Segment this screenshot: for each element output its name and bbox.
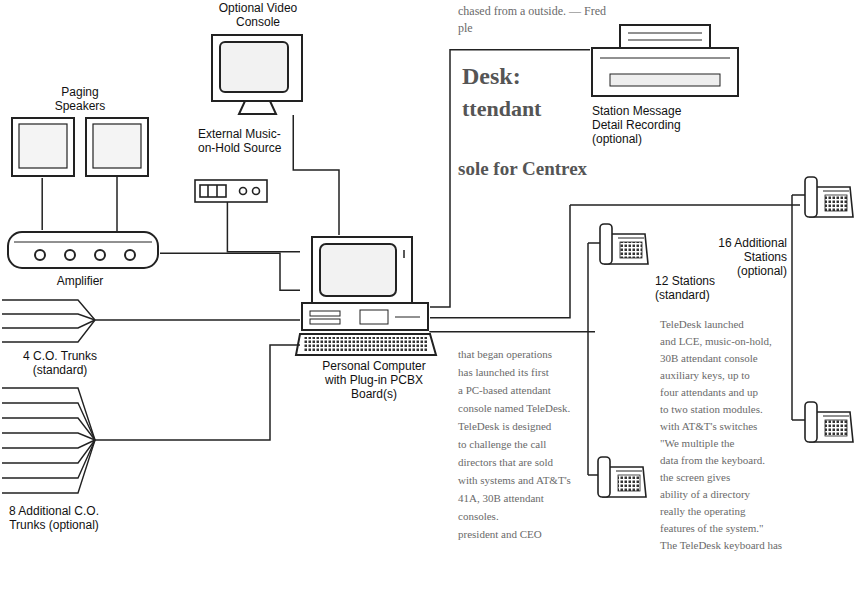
device-node: Optional Video Console [208, 35, 306, 115]
device-label: 8 Additional C.O. Trunks (optional) [8, 505, 100, 533]
article-text: auxiliary keys, up to [660, 369, 750, 382]
trunk-lines [2, 300, 95, 342]
article-text: a PC-based attendant [458, 384, 551, 397]
article-text: that began operations [458, 348, 552, 361]
article-text: the screen gives [660, 471, 730, 484]
article-text: has launched its first [458, 366, 549, 379]
article-headline: Desk: [462, 62, 521, 91]
connector-line [95, 345, 300, 440]
article-text: and LCE, music-on-hold, [660, 335, 772, 348]
connector-line [41, 178, 43, 230]
telephone-symbol [598, 457, 646, 497]
connector-line [160, 253, 300, 290]
article-text: console named TeleDesk. [458, 402, 570, 415]
connector-line [430, 50, 590, 307]
personal-computer-symbol [296, 237, 436, 355]
device-node: Personal Computer with Plug-in PCBX Boar… [300, 235, 430, 355]
device-node: Station Message Detail Recording (option… [590, 25, 740, 100]
telephone-symbol [805, 402, 853, 442]
article-text: TeleDesk launched [660, 318, 744, 331]
paging-speaker [12, 118, 74, 176]
article-headline: ple [458, 21, 473, 35]
article-text: data from the keyboard. [660, 454, 765, 467]
video-console-symbol [212, 35, 302, 114]
printer-symbol [592, 25, 738, 96]
article-text: with systems and AT&T's [458, 474, 571, 487]
amplifier-symbol [8, 232, 158, 268]
device-node: 16 Additional Stations (optional) [800, 165, 855, 445]
trunk-lines [2, 388, 95, 493]
device-label: Personal Computer with Plug-in PCBX Boar… [312, 360, 436, 401]
telephone-symbol [805, 177, 853, 217]
article-text: The TeleDesk keyboard has [660, 539, 782, 552]
device-label: Amplifier [40, 275, 120, 289]
connector-line [293, 115, 339, 235]
connector-line [95, 319, 300, 321]
music-source-symbol [195, 180, 267, 202]
connector [430, 331, 595, 333]
article-text: really the operating [660, 505, 746, 518]
connector [227, 202, 300, 252]
connector-line [430, 330, 595, 332]
connector [95, 345, 300, 440]
connector [430, 50, 590, 307]
article-text: TeleDesk is designed [458, 420, 551, 433]
connector-line [227, 202, 300, 252]
connector [430, 205, 800, 318]
device-label: Optional Video Console [208, 2, 308, 30]
telephone-symbol [600, 224, 648, 264]
article-text: features of the system." [660, 522, 763, 535]
article-text: four attendants and up [660, 386, 758, 399]
article-text: to challenge the call [458, 438, 546, 451]
device-label: External Music-on-Hold Source [198, 128, 282, 156]
paging-speaker [86, 118, 148, 176]
article-text: "We multiple the [660, 437, 734, 450]
device-label: 12 Stations (standard) [655, 275, 735, 303]
connector [95, 319, 300, 320]
connector-line [430, 205, 800, 318]
article-text: consoles. [458, 510, 499, 523]
article-text: 30B attendant console [660, 352, 758, 365]
article-headline: sole for Centrex [458, 158, 587, 181]
device-node: 12 Stations (standard) [595, 215, 650, 505]
device-label: 16 Additional Stations (optional) [707, 237, 787, 278]
article-text: to two station modules. [660, 403, 763, 416]
connector [42, 178, 43, 230]
device-label: Station Message Detail Recording (option… [592, 105, 712, 146]
article-text: with AT&T's switches [660, 420, 757, 433]
station-bus [588, 195, 805, 475]
device-node: External Music-on-Hold Source [195, 180, 267, 202]
connector [293, 115, 339, 235]
device-label: 4 C.O. Trunks (standard) [14, 350, 106, 378]
device-node: 8 Additional C.O. Trunks (optional) [5, 385, 95, 495]
article-text: ability of a directory [660, 488, 750, 501]
device-label: Paging Speakers [42, 86, 118, 114]
article-headline: chased from a outside. — Fred [458, 4, 606, 18]
article-text: 41A, 30B attendant [458, 492, 544, 505]
device-node: 4 C.O. Trunks (standard) [5, 295, 95, 345]
article-text: president and CEO [458, 528, 542, 541]
article-text: directors that are sold [458, 456, 553, 469]
device-node: Amplifier [5, 230, 160, 270]
article-headline: ttendant [462, 96, 541, 122]
device-node: Paging Speakers [10, 118, 150, 178]
speaker-wire [116, 176, 118, 232]
connector [160, 253, 300, 290]
